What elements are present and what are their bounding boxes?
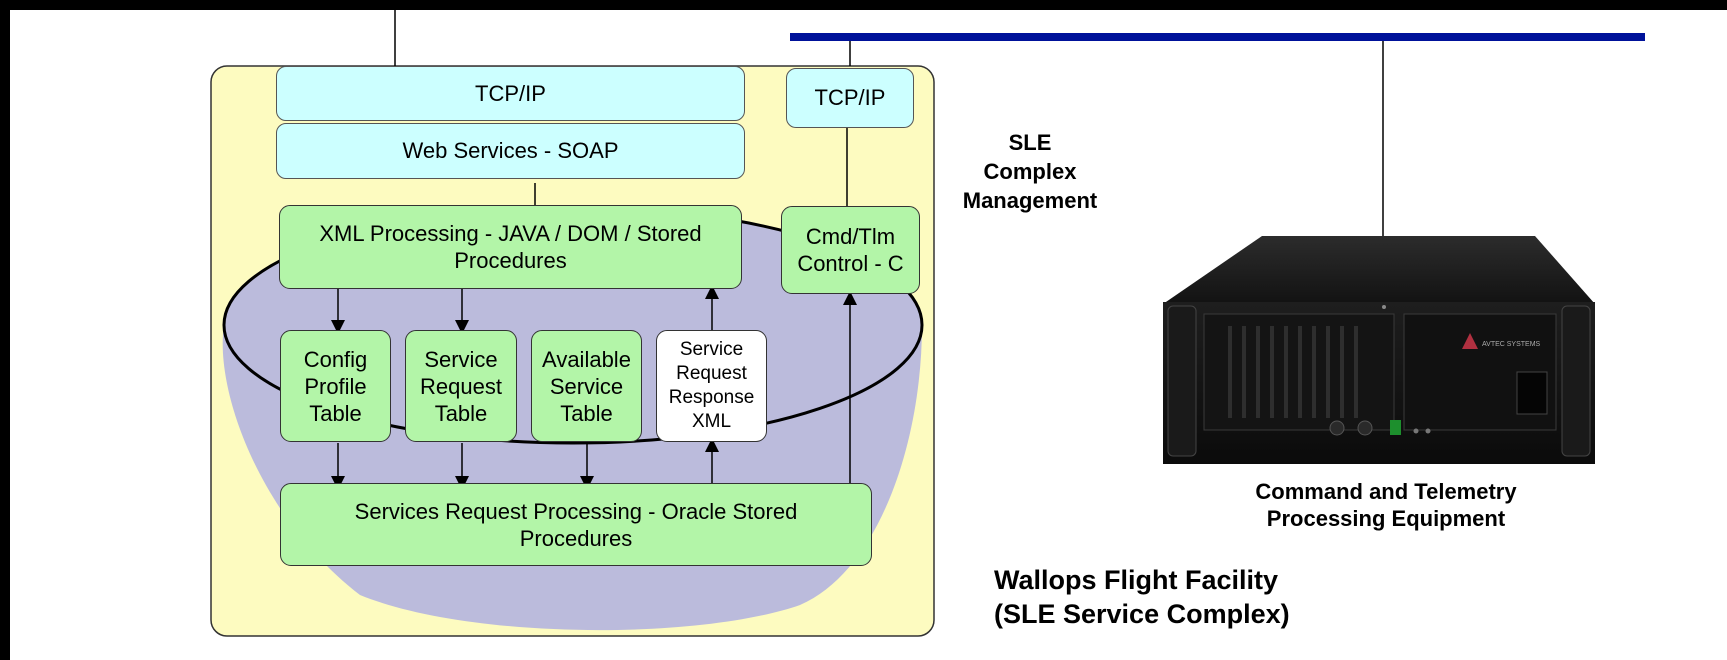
web-services-soap-box: Web Services - SOAP	[276, 123, 745, 179]
config-profile-table-box: Config Profile Table	[280, 330, 391, 442]
service-request-table-box: Service Request Table	[405, 330, 517, 442]
equipment-caption: Command and Telemetry Processing Equipme…	[1255, 479, 1517, 531]
tcpip-box-right: TCP/IP	[786, 68, 914, 128]
rack-mount-computer-icon	[1163, 236, 1595, 464]
tcpip-box-left: TCP/IP	[276, 66, 745, 121]
facility-title: Wallops Flight Facility (SLE Service Com…	[994, 565, 1290, 629]
available-service-table-box: Available Service Table	[531, 330, 642, 442]
services-request-processing-box: Services Request Processing - Oracle Sto…	[280, 483, 872, 566]
sle-complex-management-label: SLE Complex Management	[962, 130, 1098, 213]
xml-processing-box: XML Processing - JAVA / DOM / Stored Pro…	[279, 205, 742, 289]
service-request-response-xml-box: Service Request Response XML	[656, 330, 767, 442]
equipment-brand-text: AVTEC SYSTEMS	[1482, 341, 1541, 348]
network-bus-bar	[790, 33, 1645, 41]
cmd-tlm-control-box: Cmd/Tlm Control - C	[781, 206, 920, 294]
